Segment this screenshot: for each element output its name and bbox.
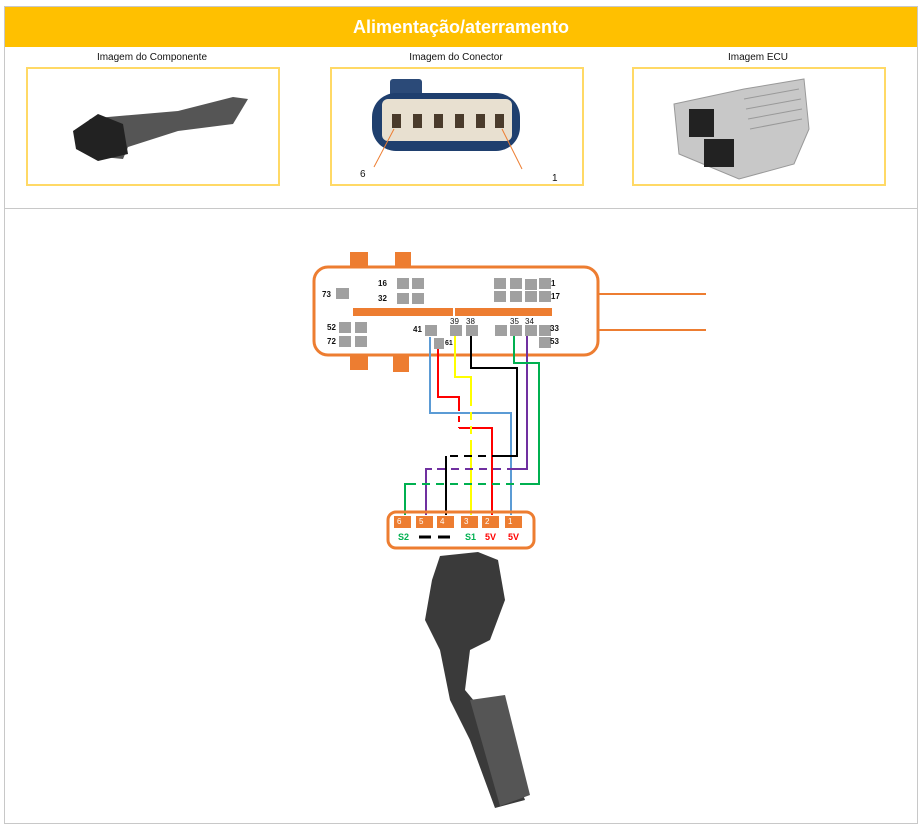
wire-purple	[515, 336, 528, 470]
ecu-pin	[525, 325, 537, 336]
ecu-pin	[539, 325, 551, 336]
pin-label-61: 61	[445, 340, 453, 347]
sensor-connector-outline	[386, 510, 536, 550]
ecu-image	[632, 67, 886, 186]
ecu-pin	[397, 293, 409, 304]
sensor-pin-4: 4	[437, 516, 454, 528]
pin-label-35: 35	[510, 317, 519, 326]
component-image	[26, 67, 280, 186]
connector-pin-6-label: 6	[360, 169, 366, 180]
sensor-pin-2: 2	[482, 516, 499, 528]
pin-label-16: 16	[378, 279, 387, 288]
ecu-pin	[450, 325, 462, 336]
ecu-pin	[494, 291, 506, 302]
wire-yellow	[454, 336, 472, 398]
wire-green	[513, 336, 540, 485]
ecu-pin	[510, 291, 522, 302]
pin-label-41: 41	[413, 325, 422, 334]
ecu-pin	[355, 322, 367, 333]
pedal-image	[425, 552, 530, 808]
ecu-pin	[397, 278, 409, 289]
pin-label-73: 73	[322, 290, 331, 299]
ecu-pin	[339, 336, 351, 347]
ecu-pin	[495, 325, 507, 336]
pin-label-32: 32	[378, 294, 387, 303]
connector-thumbnail-icon	[372, 79, 523, 170]
pin-label-17: 17	[551, 292, 560, 301]
sensor-pin-5: 5	[416, 516, 433, 528]
signal-label-s1: S1	[465, 532, 477, 542]
wire-red	[437, 346, 460, 405]
ecu-pin	[525, 279, 537, 290]
section-divider	[5, 208, 917, 209]
ecu-pin	[525, 291, 537, 302]
connector-image-caption: Imagem do Conector	[409, 52, 503, 63]
ecu-thumbnail-icon	[673, 78, 810, 180]
ecu-pin	[510, 325, 522, 336]
pin-label-33: 33	[550, 324, 559, 333]
connector-pin-1-label: 1	[552, 173, 558, 184]
ecu-pin	[494, 278, 506, 289]
pin-label-52: 52	[327, 323, 336, 332]
component-image-caption: Imagem do Componente	[96, 52, 208, 63]
ecu-pin	[510, 278, 522, 289]
pin-label-38: 38	[466, 317, 475, 326]
ecu-pin	[425, 325, 437, 336]
ecu-pin	[355, 336, 367, 347]
pin-label-1: 1	[551, 279, 556, 288]
page-title: Alimentação/aterramento	[5, 7, 917, 47]
ecu-pin	[339, 322, 351, 333]
ecu-pin	[336, 288, 349, 299]
ecu-pin	[434, 338, 444, 349]
pedal-thumbnail-icon	[73, 97, 248, 161]
frame	[4, 6, 918, 824]
signal-label-s2: S2	[398, 532, 410, 542]
sensor-pin-6: 6	[394, 516, 411, 528]
pin-label-53: 53	[550, 337, 559, 346]
pin-label-34: 34	[525, 317, 534, 326]
pin-label-72: 72	[327, 337, 336, 346]
ecu-pin	[412, 293, 424, 304]
wire-black	[470, 336, 518, 457]
pin-label-39: 39	[450, 317, 459, 326]
signal-label-5v-pin1: 5V	[508, 532, 520, 542]
ecu-pin	[539, 291, 551, 302]
ecu-pin	[412, 278, 424, 289]
ecu-pin	[539, 337, 551, 348]
ecu-pin	[539, 278, 551, 289]
sensor-pin-1: 1	[505, 516, 522, 528]
ecu-pin	[466, 325, 478, 336]
sensor-pin-3: 3	[461, 516, 478, 528]
ecu-image-caption: Imagem ECU	[727, 52, 788, 63]
connector-image: 6 1	[330, 67, 584, 186]
signal-label-5v-pin2: 5V	[485, 532, 497, 542]
